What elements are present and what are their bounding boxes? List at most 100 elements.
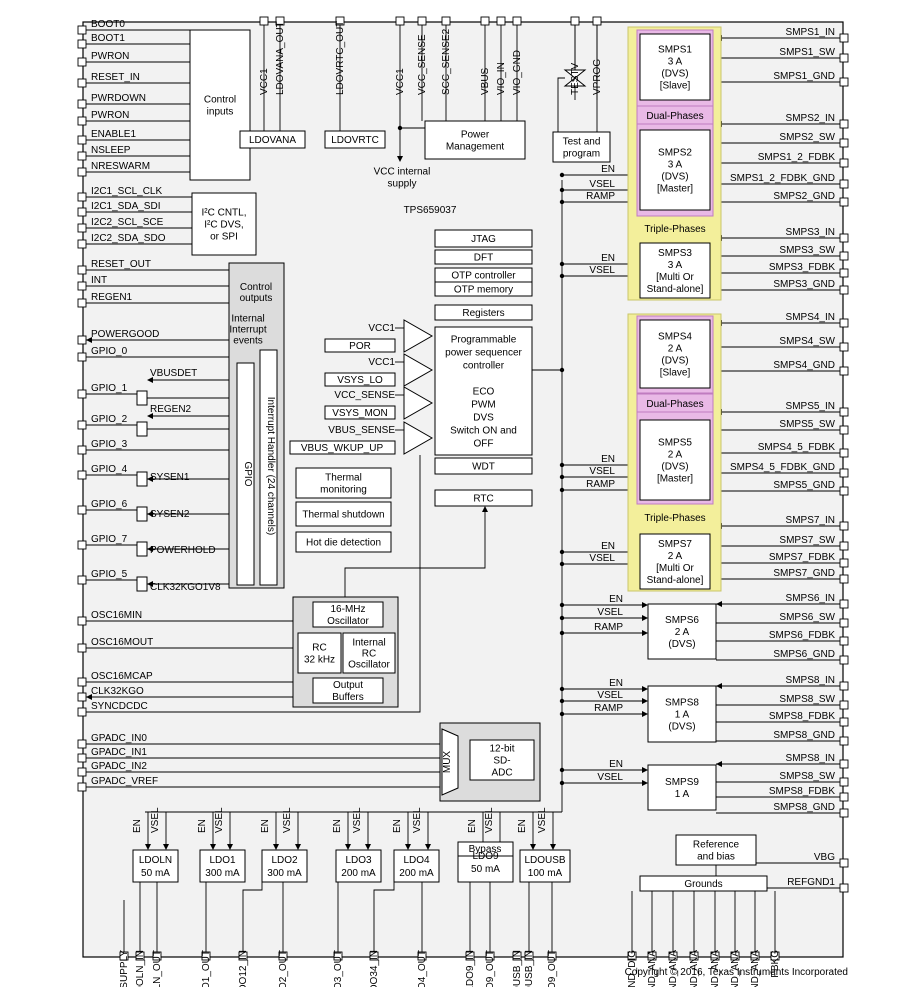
reference-block — [675, 834, 757, 866]
control-signal-label: VSEL — [597, 772, 623, 783]
control-inputs-block-label: inputs — [207, 107, 234, 118]
ldo-vsel-label: VSEL — [484, 807, 495, 833]
smps-block-label: (DVS) — [661, 356, 688, 367]
bottom-pin-label: GND_ANA — [647, 950, 658, 987]
pin-left — [77, 223, 87, 233]
top-pin-label: VCC1 — [395, 68, 406, 95]
grounds-block — [639, 875, 768, 892]
bottom-pin-label: LDO3_OUT — [333, 950, 344, 987]
junction-dot — [559, 462, 565, 468]
control-signal-label: VSEL — [589, 265, 615, 276]
pin-bottom — [770, 951, 780, 961]
pin-top — [335, 16, 345, 26]
arrow-left — [147, 377, 153, 383]
left-pin-label: GPIO_3 — [91, 439, 128, 450]
i2c-block-label: I²C DVS, — [204, 220, 243, 231]
bottom-pin-label: GND_ANA — [730, 950, 741, 987]
ldovrtc-block-label: LDOVRTC — [331, 135, 379, 146]
arrow-down — [530, 844, 536, 850]
arrow-left — [716, 683, 722, 689]
smps-block — [639, 533, 711, 590]
ldo-vsel-label: VSEL — [150, 807, 161, 833]
right-pin-label: SMPS6_SW — [779, 612, 835, 623]
pin-top — [441, 16, 451, 26]
i2c-block-label: or SPI — [210, 232, 238, 243]
arrow-left — [716, 601, 722, 607]
pin-right — [839, 736, 849, 746]
right-pin-label: SMPS7_SW — [779, 535, 835, 546]
pin-bottom — [369, 951, 379, 961]
left-pin-label: CLK32KGO — [91, 686, 144, 697]
smps-block-label: [Master] — [657, 474, 693, 485]
rc32-block-label: 32 kHz — [304, 655, 335, 666]
ldo-en-label: EN — [332, 819, 343, 833]
rtc-block-label: RTC — [473, 494, 493, 505]
control-inputs-block — [189, 29, 251, 181]
reference-block-label: Reference — [693, 840, 740, 851]
left-pin-label: I2C2_SDA_SDO — [91, 233, 166, 244]
internal-interrupt-label: Interrupt — [229, 325, 266, 336]
sequencer-block-label: ECO — [473, 387, 495, 398]
control-signal-label: VSEL — [589, 179, 615, 190]
smps-block-label: Stand-alone] — [647, 284, 704, 295]
bottom-pin-label: LDOUSB_IN — [524, 950, 535, 987]
junction-dot — [559, 780, 565, 786]
left-pin-label: GPIO_4 — [91, 464, 128, 475]
top-pin-label: VIO_GND — [512, 50, 523, 95]
pin-left — [77, 192, 87, 202]
pin-right — [839, 448, 849, 458]
smps-block-label: 2 A — [675, 627, 690, 638]
switch-box — [136, 576, 148, 592]
pin-left — [77, 25, 87, 35]
smps-block-label: 3 A — [668, 160, 683, 171]
pin-left — [77, 57, 87, 67]
bottom-pin-label: LDOUSB_IN — [512, 950, 523, 987]
ldo-block-label: 50 mA — [141, 868, 170, 879]
reference-block-label: and bias — [697, 852, 735, 863]
right-pin-label: REFGND1 — [787, 877, 835, 888]
internal-interrupt-label: Internal — [231, 314, 264, 325]
bottom-pin-label: LDO2_OUT — [278, 950, 289, 987]
right-pin-label: SMPS5_SW — [779, 419, 835, 430]
triple-phases-label: Triple-Phases — [644, 513, 705, 524]
arrow-right — [642, 780, 648, 786]
output-buffers-block-label: Output — [333, 680, 363, 691]
pin-bottom — [710, 951, 720, 961]
osc16-block-label: Oscillator — [327, 616, 369, 627]
top-pin-label: LDOVRTC_OUT — [335, 21, 346, 95]
power-management-block-label: Power — [461, 130, 490, 141]
pin-top — [480, 16, 490, 26]
pin-bottom — [417, 951, 427, 961]
arrow-left — [147, 413, 153, 419]
right-pin-label: SMPS1_GND — [773, 71, 835, 82]
control-signal-label: VSEL — [589, 466, 615, 477]
comparator-ref-block — [324, 372, 396, 387]
arrow-left — [716, 761, 722, 767]
pin-right — [839, 858, 849, 868]
vcc-supply-label: VCC internal — [374, 167, 431, 178]
ldo-block — [519, 849, 571, 883]
smps-block-label: [Slave] — [660, 81, 691, 92]
pin-left — [77, 753, 87, 763]
gpio-function-label: SYSEN2 — [150, 509, 190, 520]
thermal-shutdown-block-label: Thermal shutdown — [302, 510, 384, 521]
left-pin-label: RESET_OUT — [91, 259, 151, 270]
pin-right — [839, 268, 849, 278]
pin-top — [275, 16, 285, 26]
pin-left — [77, 207, 87, 217]
comparator — [403, 353, 434, 387]
pin-left — [77, 151, 87, 161]
pin-right — [839, 285, 849, 295]
control-signal-label: RAMP — [586, 479, 615, 490]
ldo-block — [261, 849, 308, 883]
pin-left — [77, 505, 87, 515]
left-pin-label: GPIO_7 — [91, 534, 128, 545]
rc32-block-label: RC — [312, 643, 326, 654]
pin-bottom — [512, 951, 522, 961]
bottom-pin-label: LDO1_OUT — [201, 950, 212, 987]
ldo-vsel-label: VSEL — [214, 807, 225, 833]
adc-block-label: ADC — [491, 768, 512, 779]
right-pin-label: SMPS6_FDBK — [769, 630, 835, 641]
smps-block-label: 2 A — [668, 551, 683, 562]
smps-block-label: SMPS5 — [658, 438, 692, 449]
